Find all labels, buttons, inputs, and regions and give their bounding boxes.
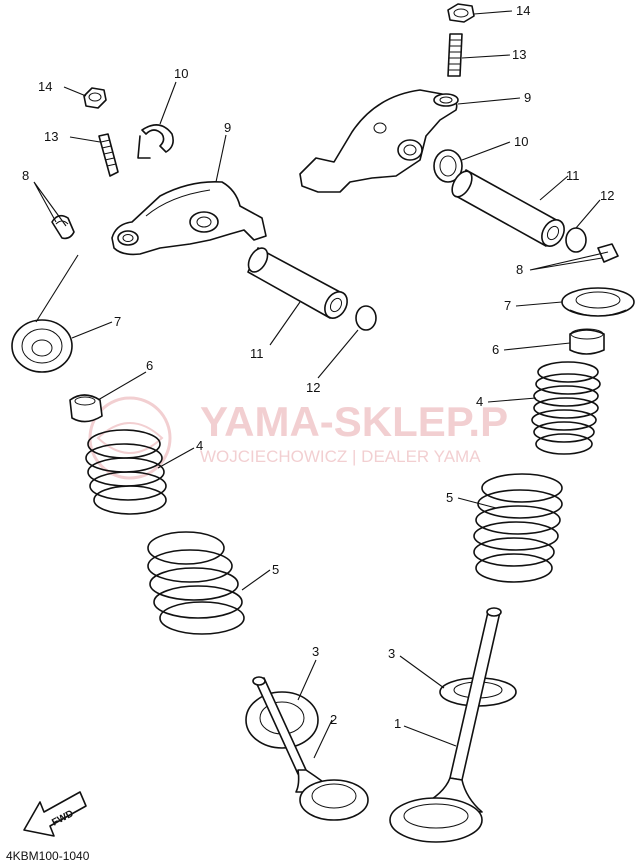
valve-cotter-right <box>597 243 619 263</box>
fwd-arrow-icon: FWD <box>23 791 87 837</box>
inner-spring-right <box>531 361 601 455</box>
o-ring-left <box>355 305 377 331</box>
inner-spring-left <box>85 429 167 515</box>
valve-stem-seal-left <box>69 394 103 423</box>
diagram-part-code: 4KBM100-1040 <box>6 849 90 863</box>
callout-7-left: 7 <box>114 314 121 329</box>
valve-cotter-left <box>51 214 75 240</box>
callout-10-right: 10 <box>514 134 528 149</box>
callout-12-left: 12 <box>306 380 320 395</box>
callout-11-left: 11 <box>250 346 264 361</box>
watermark-brand: YAMA-SKLEP.P <box>200 398 508 445</box>
callout-9-right: 9 <box>524 90 531 105</box>
adjuster-screw-left <box>98 133 119 177</box>
callout-2-left: 2 <box>330 712 337 727</box>
callout-3-left: 3 <box>312 644 319 659</box>
outer-spring-left <box>147 531 245 635</box>
adjuster-screw-right <box>447 33 463 77</box>
circlip-left <box>137 124 174 159</box>
callout-7-right: 7 <box>504 298 511 313</box>
rocker-shaft-left <box>247 247 348 319</box>
callout-11-right: 11 <box>566 168 580 183</box>
nut-right <box>447 3 475 23</box>
callout-8-left: 8 <box>22 168 29 183</box>
nut-left <box>83 87 107 109</box>
callout-8-right: 8 <box>516 262 523 277</box>
callout-1-right: 1 <box>394 716 401 731</box>
o-ring-right <box>565 227 587 253</box>
callout-labels: 14 13 10 9 8 7 11 12 6 4 5 3 2 14 13 9 1… <box>22 3 614 731</box>
watermark-logo-icon <box>88 396 172 480</box>
callout-14-left: 14 <box>38 79 52 94</box>
intake-valve <box>389 607 502 843</box>
callout-14-right: 14 <box>516 3 530 18</box>
callout-10-left: 10 <box>174 66 188 81</box>
callout-3-right: 3 <box>388 646 395 661</box>
watermark: YAMA-SKLEP.P WOJCIECHOWICZ | DEALER YAMA <box>88 396 508 480</box>
watermark-tagline: WOJCIECHOWICZ | DEALER YAMA <box>200 447 481 466</box>
leader-lines <box>33 10 609 759</box>
callout-12-right: 12 <box>600 188 614 203</box>
rocker-arm-left <box>111 180 267 256</box>
callout-5-right: 5 <box>446 490 453 505</box>
callout-5-left: 5 <box>272 562 279 577</box>
spring-retainer-left <box>11 319 73 373</box>
spring-retainer-right <box>561 287 635 317</box>
callout-4-left: 4 <box>196 438 203 453</box>
exhaust-valve <box>252 676 369 821</box>
callout-13-left: 13 <box>44 129 58 144</box>
circlip-right <box>433 149 463 183</box>
valve-stem-seal-right <box>569 328 605 355</box>
callout-4-right: 4 <box>476 394 483 409</box>
rocker-arm-right <box>299 89 459 193</box>
callout-9-left: 9 <box>224 120 231 135</box>
callout-6-right: 6 <box>492 342 499 357</box>
outer-spring-right <box>473 473 563 583</box>
callout-6-left: 6 <box>146 358 153 373</box>
callout-13-right: 13 <box>512 47 526 62</box>
rocker-shaft-right <box>451 169 565 247</box>
